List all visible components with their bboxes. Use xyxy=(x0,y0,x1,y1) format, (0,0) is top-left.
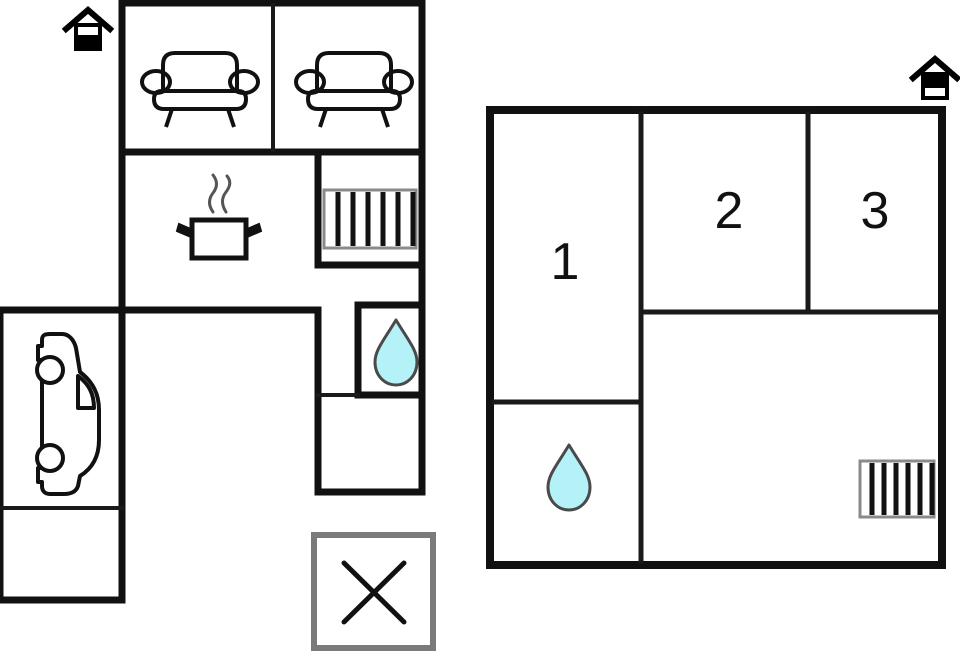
ground-floor-plan xyxy=(0,0,426,604)
house-upper-level-fill xyxy=(921,72,949,88)
stairs-icon xyxy=(322,188,418,250)
sofa-leg-right xyxy=(226,108,236,128)
water-drop-shape xyxy=(373,318,419,387)
sofa-seat xyxy=(306,89,402,111)
room-number-1: 1 xyxy=(551,233,580,291)
cross-stroke-2 xyxy=(341,560,407,625)
house-lower-level-fill xyxy=(74,35,102,51)
sofa-backrest xyxy=(315,51,393,93)
steam-left xyxy=(208,173,218,214)
room-number-2: 2 xyxy=(715,182,744,240)
house-roof xyxy=(61,6,115,34)
water-drop-icon xyxy=(546,443,592,512)
steam-right xyxy=(221,174,232,214)
sofa-icon xyxy=(294,51,414,128)
house-icon-upper-filled xyxy=(908,55,960,100)
wall-top-outer xyxy=(118,0,426,156)
not-applicable-box-border xyxy=(311,532,436,651)
car-window-front xyxy=(76,374,96,410)
stairs-bars xyxy=(335,192,416,246)
sofa-leg-left xyxy=(164,108,174,128)
car-body xyxy=(36,332,101,496)
ground-floor-partitions xyxy=(0,3,360,510)
cooking-pot-icon xyxy=(175,173,263,261)
x-cross-icon xyxy=(341,560,407,625)
car-wheel-front xyxy=(35,443,65,473)
house-roof xyxy=(908,55,960,83)
sofa-leg-left xyxy=(318,108,328,128)
sofa-seat xyxy=(152,89,248,111)
water-drop-shape xyxy=(546,443,592,512)
wall-stair-room xyxy=(314,148,426,269)
sofa-leg-right xyxy=(380,108,390,128)
room-number-3: 3 xyxy=(861,182,890,240)
upper-floor-partitions xyxy=(491,111,941,564)
stairs-bars xyxy=(869,463,935,515)
house-icon-lower-filled xyxy=(61,6,115,51)
stairs-icon xyxy=(858,459,936,519)
car-icon xyxy=(35,332,101,496)
sofa-icon xyxy=(140,51,260,128)
water-drop-icon xyxy=(373,318,419,387)
pot-body xyxy=(189,217,249,261)
car-wheel-rear xyxy=(35,355,65,385)
steam-lines xyxy=(208,173,232,214)
not-applicable-box xyxy=(311,532,436,651)
sofa-backrest xyxy=(161,51,239,93)
upper-floor-plan: 1 2 3 xyxy=(486,55,960,569)
